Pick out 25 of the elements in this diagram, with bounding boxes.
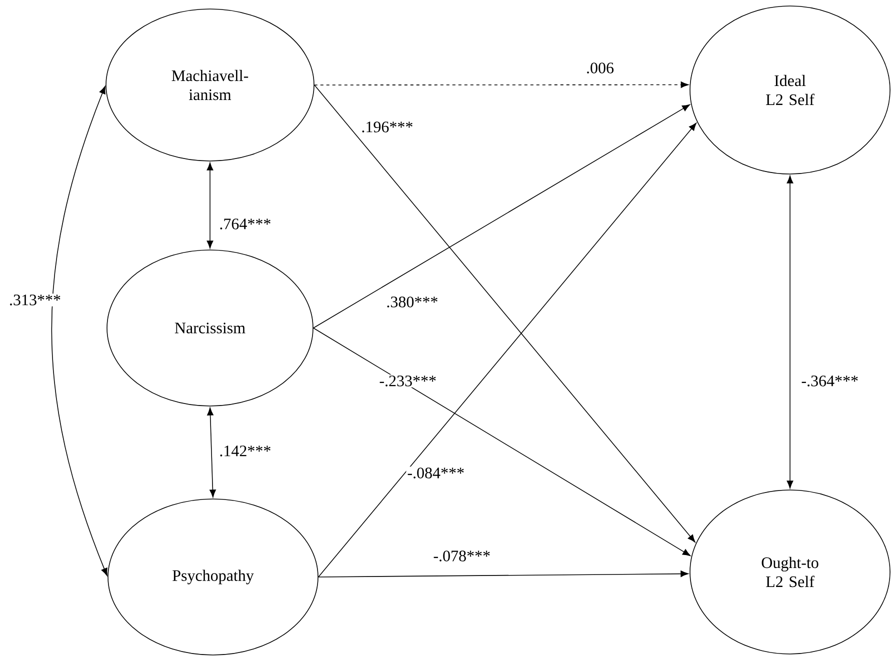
ellipse-node: Ideal L2 Self — [690, 6, 890, 174]
arrow — [314, 82, 689, 88]
edge-label: -.233*** — [378, 374, 438, 388]
arrow — [786, 176, 794, 488]
ellipse-node: Ought-to L2 Self — [690, 490, 890, 654]
arrow — [313, 104, 690, 328]
arrow — [314, 84, 696, 542]
edge-label: -.364*** — [800, 374, 860, 388]
arrow — [313, 328, 690, 556]
ellipse-node: Machiavell- ianism — [106, 8, 314, 162]
ellipse-node: Psychopathy — [108, 498, 318, 656]
edge-label: -.078*** — [432, 550, 492, 562]
edge-label: -.084*** — [406, 466, 466, 480]
arrow — [207, 408, 216, 498]
arrow — [318, 570, 688, 578]
edge-label: .313*** — [8, 294, 62, 306]
edge-label: .380*** — [385, 296, 440, 308]
arrow — [206, 162, 214, 248]
ellipse-node: Narcissism — [106, 250, 314, 406]
edge-label: .142*** — [218, 444, 272, 458]
arrow — [51, 86, 108, 576]
arrow — [318, 122, 696, 578]
edge-label: .196*** — [360, 120, 414, 134]
edge-label: .006 — [585, 62, 615, 74]
edge-label: .764*** — [218, 218, 272, 230]
